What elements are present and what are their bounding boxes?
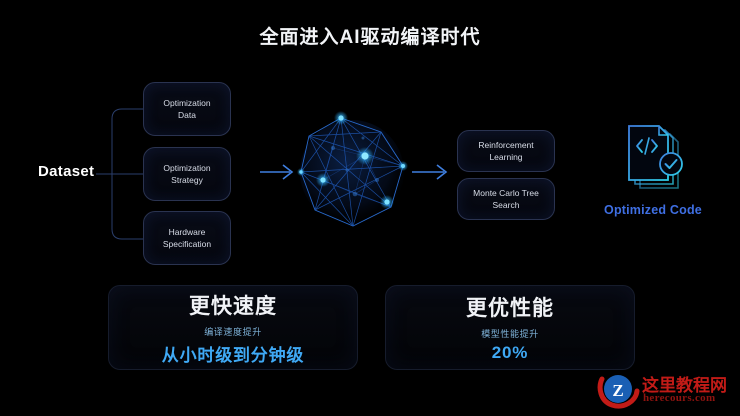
method-box-reinforcement-learning[interactable]: Reinforcement Learning <box>457 130 555 172</box>
stat-card-value: 从小时级到分钟级 <box>161 345 305 365</box>
watermark-logo-icon: Z <box>597 375 640 409</box>
input-box-line2: Strategy <box>171 175 203 185</box>
stat-card-speed: 更快速度 编译速度提升 从小时级到分钟级 <box>108 285 358 370</box>
input-box-line2: Data <box>178 110 196 120</box>
optimized-code-label: Optimized Code <box>604 203 702 217</box>
watermark-text-en: herecours.com <box>643 392 716 404</box>
dataset-label: Dataset <box>38 163 95 180</box>
input-box-line1: Hardware <box>168 226 206 237</box>
method-box-line1: Reinforcement <box>478 139 534 150</box>
watermark-logo-letter: Z <box>612 381 623 400</box>
stat-card-performance: 更优性能 模型性能提升 20% <box>385 285 635 370</box>
watermark-text-cn: 这里教程网 <box>642 376 727 395</box>
method-box-line2: Learning <box>489 152 523 162</box>
watermark: Z 这里教程网 herecours.com <box>596 369 736 414</box>
input-box-line2: Specification <box>162 239 212 249</box>
stat-card-subtitle: 编译速度提升 <box>204 326 262 337</box>
arrow-right-icon-1 <box>260 164 294 180</box>
neural-network-sphere <box>297 111 408 227</box>
dataset-connector <box>96 108 146 240</box>
input-box-optimization-strategy[interactable]: Optimization Strategy <box>143 147 231 201</box>
page-title: 全面进入AI驱动编译时代 <box>259 27 481 48</box>
input-box-line1: Optimization <box>163 97 211 108</box>
input-box-line1: Optimization <box>163 162 211 173</box>
stat-card-value: 20% <box>491 343 529 362</box>
stat-card-subtitle: 模型性能提升 <box>481 329 539 339</box>
method-box-line1: Monte Carlo Tree <box>473 187 539 198</box>
method-box-line2: Search <box>492 200 520 210</box>
input-box-hardware-specification[interactable]: Hardware Specification <box>143 211 231 265</box>
arrow-right-icon-2 <box>412 164 448 180</box>
stat-card-heading: 更快速度 <box>189 294 277 318</box>
sphere-nodes <box>297 111 408 209</box>
input-box-optimization-data[interactable]: Optimization Data <box>143 82 231 136</box>
code-document-check-icon <box>628 125 683 189</box>
method-box-monte-carlo-tree-search[interactable]: Monte Carlo Tree Search <box>457 178 555 220</box>
stat-card-heading: 更优性能 <box>466 297 554 320</box>
